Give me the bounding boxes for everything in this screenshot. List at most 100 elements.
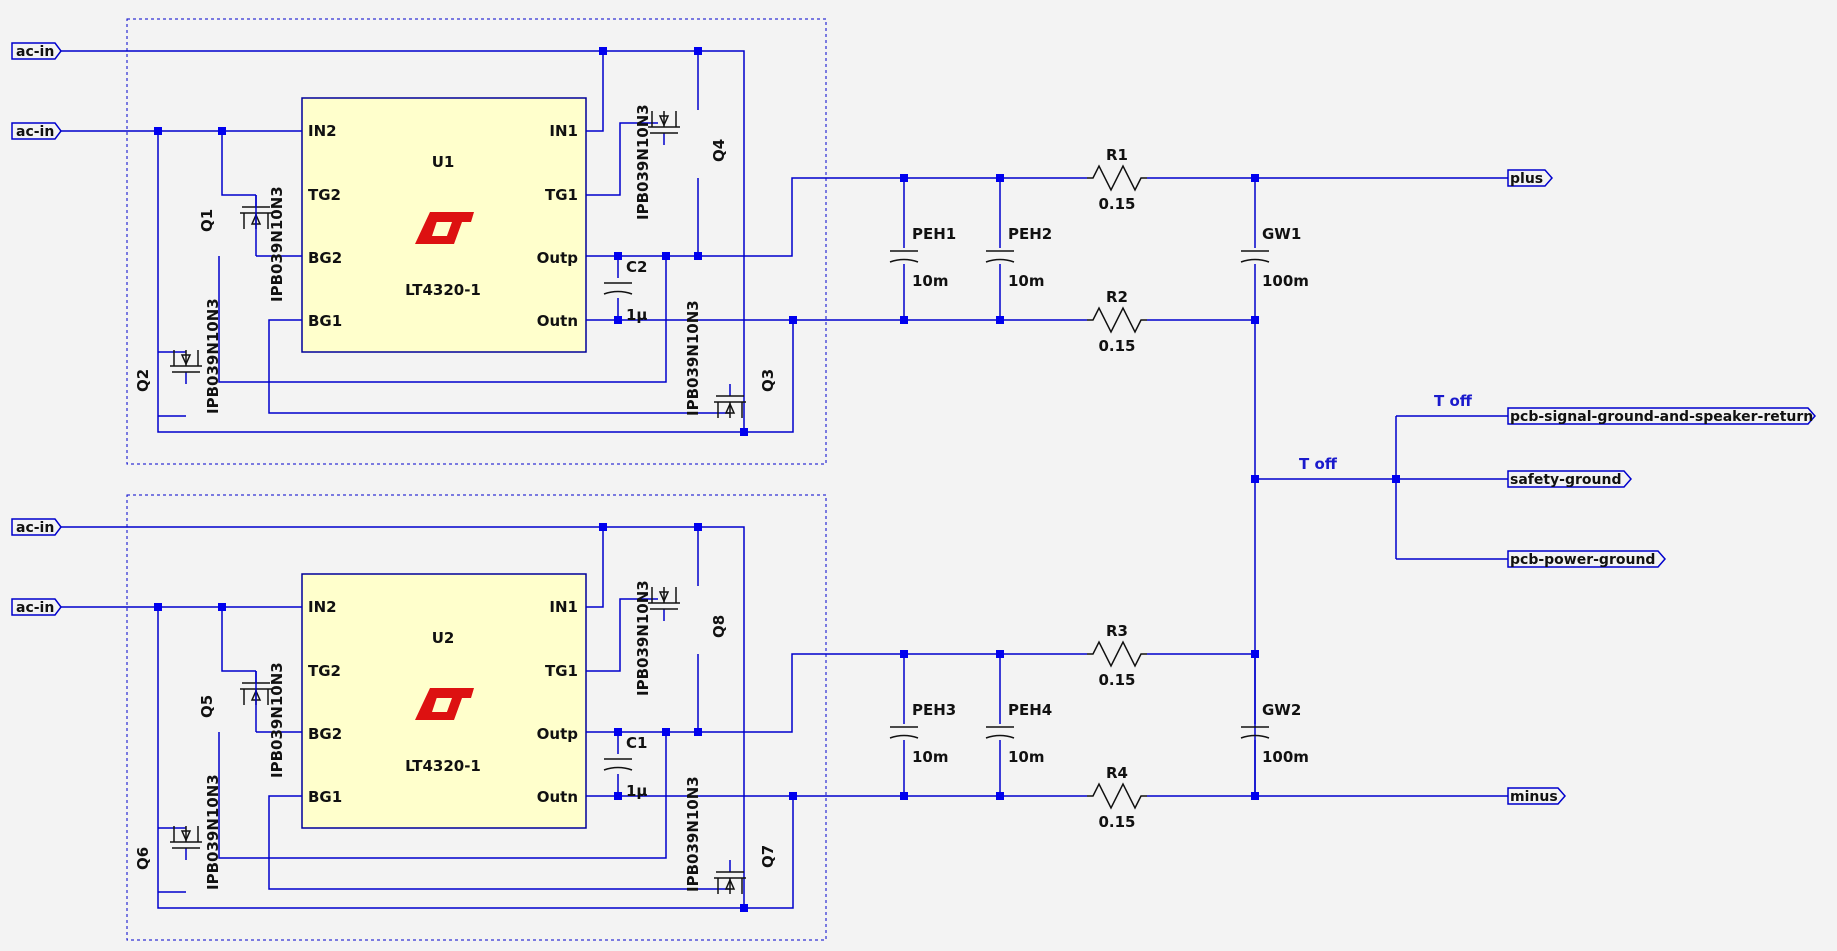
port-pcb-signal-ground[interactable]: pcb-signal-ground-and-speaker-return xyxy=(1507,407,1816,425)
q7-ref: Q7 xyxy=(759,845,777,868)
q6-part: IPB039N10N3 xyxy=(204,774,222,890)
q1-part: IPB039N10N3 xyxy=(268,186,286,302)
u1-pin-tg1: TG1 xyxy=(545,186,578,204)
peh3-ref: PEH3 xyxy=(912,701,956,719)
dashed-boundary-bottom xyxy=(126,494,827,941)
capacitor-peh1[interactable] xyxy=(889,250,919,263)
dashed-boundary-top xyxy=(126,18,827,465)
peh2-value: 10m xyxy=(1008,272,1045,290)
q7-part: IPB039N10N3 xyxy=(684,776,702,892)
u1-pin-outn: Outn xyxy=(537,312,578,330)
ic-u2[interactable] xyxy=(301,573,587,829)
svg-text:ac-in: ac-in xyxy=(16,520,54,536)
port-minus[interactable]: minus xyxy=(1507,787,1566,805)
gw1-ref: GW1 xyxy=(1262,225,1301,243)
port-ac-in-2[interactable]: ac-in xyxy=(11,122,62,140)
q8-part: IPB039N10N3 xyxy=(634,580,652,696)
mosfet-q6[interactable] xyxy=(169,825,203,861)
junction-dots xyxy=(154,47,1400,912)
u1-pin-bg2: BG2 xyxy=(308,249,342,267)
u1-pin-bg1: BG1 xyxy=(308,312,342,330)
resistor-r2[interactable] xyxy=(1086,307,1148,333)
u2-pin-in2: IN2 xyxy=(308,598,337,616)
resistor-r1[interactable] xyxy=(1086,165,1148,191)
u2-pin-in1: IN1 xyxy=(549,598,578,616)
svg-text:safety-ground: safety-ground xyxy=(1510,472,1622,488)
c1-ref: C1 xyxy=(626,734,647,752)
u2-pin-outn: Outn xyxy=(537,788,578,806)
capacitor-peh4[interactable] xyxy=(985,726,1015,739)
svg-text:ac-in: ac-in xyxy=(16,44,54,60)
linear-technology-logo-icon xyxy=(415,212,474,244)
u2-pin-bg1: BG1 xyxy=(308,788,342,806)
port-ac-in-4[interactable]: ac-in xyxy=(11,598,62,616)
port-ac-in-1[interactable]: ac-in xyxy=(11,42,62,60)
svg-text:ac-in: ac-in xyxy=(16,124,54,140)
capacitor-peh3[interactable] xyxy=(889,726,919,739)
capacitor-c1[interactable] xyxy=(603,758,633,771)
ic-u1-ref: U1 xyxy=(432,153,455,171)
svg-text:ac-in: ac-in xyxy=(16,600,54,616)
mosfet-q4[interactable] xyxy=(647,110,681,146)
q1-ref: Q1 xyxy=(198,209,216,232)
peh3-value: 10m xyxy=(912,748,949,766)
r2-value: 0.15 xyxy=(1098,337,1135,355)
svg-text:minus: minus xyxy=(1510,789,1558,805)
u1-pin-tg2: TG2 xyxy=(308,186,341,204)
q5-part: IPB039N10N3 xyxy=(268,662,286,778)
mosfet-q1[interactable] xyxy=(239,194,273,256)
capacitor-gw1[interactable] xyxy=(1240,250,1270,263)
q2-ref: Q2 xyxy=(134,369,152,392)
mosfet-q8[interactable] xyxy=(647,586,681,622)
capacitor-c2[interactable] xyxy=(603,282,633,295)
gw2-ref: GW2 xyxy=(1262,701,1301,719)
u1-pin-in1: IN1 xyxy=(549,122,578,140)
r2-ref: R2 xyxy=(1106,288,1128,306)
r4-value: 0.15 xyxy=(1098,813,1135,831)
resistor-r4[interactable] xyxy=(1086,783,1148,809)
u2-pin-tg2: TG2 xyxy=(308,662,341,680)
port-pcb-power-ground[interactable]: pcb-power-ground xyxy=(1507,550,1666,568)
u2-pin-tg1: TG1 xyxy=(545,662,578,680)
ic-u1-value: LT4320-1 xyxy=(405,281,481,299)
port-plus[interactable]: plus xyxy=(1507,169,1553,187)
port-safety-ground[interactable]: safety-ground xyxy=(1507,470,1632,488)
capacitor-peh2[interactable] xyxy=(985,250,1015,263)
q8-ref: Q8 xyxy=(710,615,728,638)
wires-bottom xyxy=(60,526,1255,909)
peh1-ref: PEH1 xyxy=(912,225,956,243)
ic-u2-value: LT4320-1 xyxy=(405,757,481,775)
u1-pin-outp: Outp xyxy=(537,249,579,267)
q2-part: IPB039N10N3 xyxy=(204,298,222,414)
q3-part: IPB039N10N3 xyxy=(684,300,702,416)
r1-value: 0.15 xyxy=(1098,195,1135,213)
peh4-value: 10m xyxy=(1008,748,1045,766)
q4-ref: Q4 xyxy=(710,139,728,162)
linear-technology-logo-icon xyxy=(415,688,474,720)
ic-u1[interactable] xyxy=(301,97,587,353)
u1-pin-in2: IN2 xyxy=(308,122,337,140)
port-ac-in-3[interactable]: ac-in xyxy=(11,518,62,536)
mosfet-q2[interactable] xyxy=(169,349,203,385)
ic-u2-ref: U2 xyxy=(432,629,455,647)
gw2-value: 100m xyxy=(1262,748,1309,766)
peh4-ref: PEH4 xyxy=(1008,701,1052,719)
bridge-block-bottom: U2 LT4320-1 IN2 TG2 BG2 BG1 IN1 TG1 Outp… xyxy=(60,494,1255,941)
mosfet-q5[interactable] xyxy=(239,670,273,732)
c2-value: 1µ xyxy=(626,306,647,324)
peh1-value: 10m xyxy=(912,272,949,290)
q6-ref: Q6 xyxy=(134,847,152,870)
peh2-ref: PEH2 xyxy=(1008,225,1052,243)
q5-ref: Q5 xyxy=(198,695,216,718)
c2-ref: C2 xyxy=(626,258,647,276)
u2-pin-outp: Outp xyxy=(537,725,579,743)
r3-ref: R3 xyxy=(1106,622,1128,640)
svg-text:pcb-signal-ground-and-speaker-: pcb-signal-ground-and-speaker-return xyxy=(1510,409,1813,425)
t-off-label-2: T off xyxy=(1434,392,1473,410)
bridge-block-top: U1 LT4320-1 IN2 TG2 BG2 BG1 IN1 TG1 Outp… xyxy=(60,18,1255,465)
gw1-value: 100m xyxy=(1262,272,1309,290)
q3-ref: Q3 xyxy=(759,369,777,392)
resistor-r3[interactable] xyxy=(1086,641,1148,667)
output-network xyxy=(903,177,1510,797)
